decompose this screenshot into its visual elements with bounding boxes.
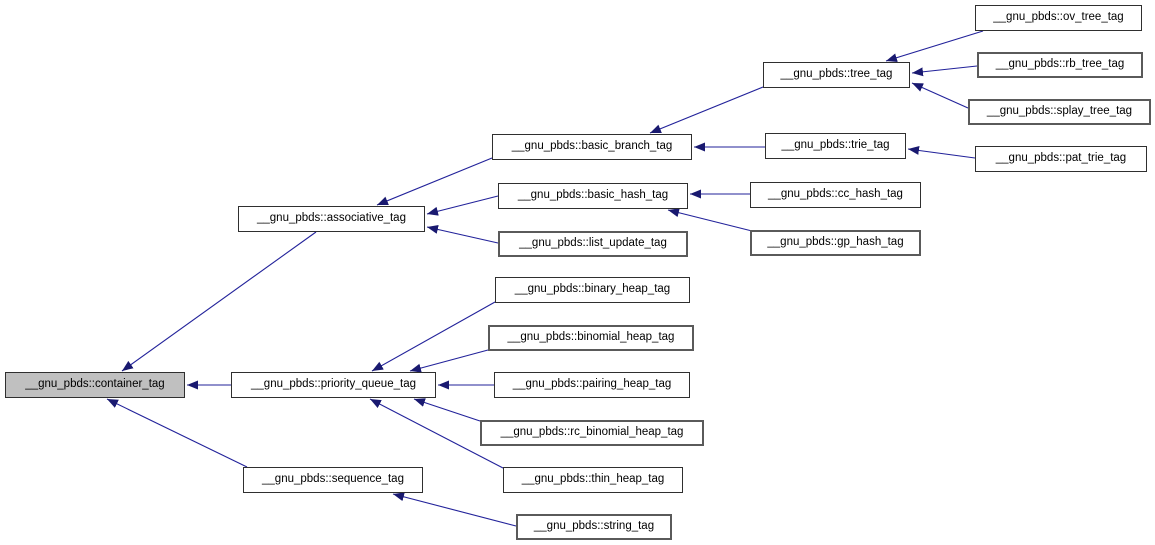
node-rb_tree_tag[interactable]: __gnu_pbds::rb_tree_tag xyxy=(977,52,1143,78)
node-label: __gnu_pbds::thin_heap_tag xyxy=(521,473,665,486)
node-label: __gnu_pbds::string_tag xyxy=(533,520,655,533)
node-label: __gnu_pbds::cc_hash_tag xyxy=(768,188,903,201)
node-label: __gnu_pbds::priority_queue_tag xyxy=(251,378,416,391)
node-label: __gnu_pbds::binary_heap_tag xyxy=(514,283,671,296)
node-string_tag[interactable]: __gnu_pbds::string_tag xyxy=(516,514,672,540)
node-label: __gnu_pbds::basic_branch_tag xyxy=(511,140,673,153)
node-ov_tree_tag[interactable]: __gnu_pbds::ov_tree_tag xyxy=(975,5,1142,31)
edge-basic_branch_tag-to-associative_tag xyxy=(376,157,493,206)
node-label: __gnu_pbds::sequence_tag xyxy=(262,473,404,486)
node-binomial_heap_tag[interactable]: __gnu_pbds::binomial_heap_tag xyxy=(488,325,694,351)
edge-binomial_heap_tag-to-priority_queue_tag xyxy=(409,349,489,373)
node-label: __gnu_pbds::list_update_tag xyxy=(519,237,667,250)
node-gp_hash_tag[interactable]: __gnu_pbds::gp_hash_tag xyxy=(750,230,921,256)
node-cc_hash_tag[interactable]: __gnu_pbds::cc_hash_tag xyxy=(750,182,921,208)
edge-splay_tree_tag-to-tree_tag xyxy=(911,82,969,109)
node-trie_tag[interactable]: __gnu_pbds::trie_tag xyxy=(765,133,906,159)
edge-rb_tree_tag-to-tree_tag xyxy=(911,65,978,77)
node-label: __gnu_pbds::associative_tag xyxy=(257,212,406,225)
node-sequence_tag[interactable]: __gnu_pbds::sequence_tag xyxy=(243,467,423,493)
node-pairing_heap_tag[interactable]: __gnu_pbds::pairing_heap_tag xyxy=(494,372,690,398)
node-container_tag: __gnu_pbds::container_tag xyxy=(5,372,185,398)
node-label: __gnu_pbds::pat_trie_tag xyxy=(995,152,1127,165)
node-label: __gnu_pbds::container_tag xyxy=(25,378,165,391)
edge-sequence_tag-to-container_tag xyxy=(106,398,248,468)
node-label: __gnu_pbds::rc_binomial_heap_tag xyxy=(500,426,684,439)
node-label: __gnu_pbds::tree_tag xyxy=(780,68,893,81)
node-label: __gnu_pbds::trie_tag xyxy=(781,139,890,152)
edge-basic_hash_tag-to-associative_tag xyxy=(426,195,499,216)
node-binary_heap_tag[interactable]: __gnu_pbds::binary_heap_tag xyxy=(495,277,690,303)
node-basic_hash_tag[interactable]: __gnu_pbds::basic_hash_tag xyxy=(498,183,688,209)
node-splay_tree_tag[interactable]: __gnu_pbds::splay_tree_tag xyxy=(968,99,1151,125)
node-tree_tag[interactable]: __gnu_pbds::tree_tag xyxy=(763,62,910,88)
node-rc_binomial_heap_tag[interactable]: __gnu_pbds::rc_binomial_heap_tag xyxy=(480,420,704,446)
edge-pat_trie_tag-to-trie_tag xyxy=(907,146,976,159)
edge-ov_tree_tag-to-tree_tag xyxy=(885,30,984,63)
node-thin_heap_tag[interactable]: __gnu_pbds::thin_heap_tag xyxy=(503,467,683,493)
node-priority_queue_tag[interactable]: __gnu_pbds::priority_queue_tag xyxy=(231,372,436,398)
edge-string_tag-to-sequence_tag xyxy=(392,492,517,527)
edge-gp_hash_tag-to-basic_hash_tag xyxy=(667,208,753,232)
edge-binary_heap_tag-to-priority_queue_tag xyxy=(371,301,496,372)
node-pat_trie_tag[interactable]: __gnu_pbds::pat_trie_tag xyxy=(975,146,1147,172)
node-label: __gnu_pbds::basic_hash_tag xyxy=(517,189,669,202)
node-label: __gnu_pbds::splay_tree_tag xyxy=(986,105,1133,118)
edge-associative_tag-to-container_tag xyxy=(121,231,317,372)
node-basic_branch_tag[interactable]: __gnu_pbds::basic_branch_tag xyxy=(492,134,692,160)
node-label: __gnu_pbds::pairing_heap_tag xyxy=(512,378,672,391)
node-associative_tag[interactable]: __gnu_pbds::associative_tag xyxy=(238,206,425,232)
node-list_update_tag[interactable]: __gnu_pbds::list_update_tag xyxy=(498,231,688,257)
node-label: __gnu_pbds::gp_hash_tag xyxy=(767,236,904,249)
node-label: __gnu_pbds::ov_tree_tag xyxy=(993,11,1124,24)
edge-tree_tag-to-basic_branch_tag xyxy=(649,86,764,134)
edge-list_update_tag-to-associative_tag xyxy=(426,225,499,244)
edge-rc_binomial_heap_tag-to-priority_queue_tag xyxy=(413,398,481,422)
node-label: __gnu_pbds::binomial_heap_tag xyxy=(507,331,675,344)
node-label: __gnu_pbds::rb_tree_tag xyxy=(995,58,1125,71)
